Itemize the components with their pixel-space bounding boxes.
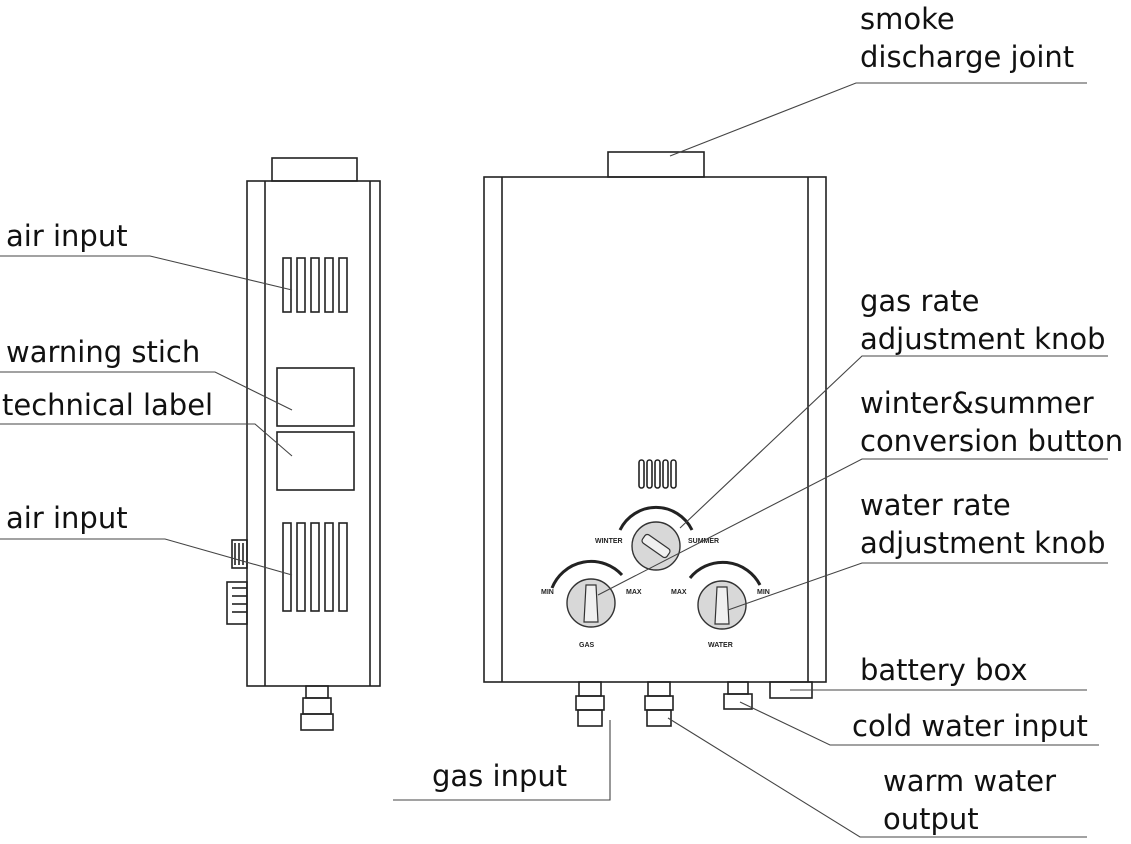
water-min-text: MIN [757,589,770,596]
water-max-text: MAX [671,589,687,596]
gas-input-label: gas input [432,759,568,793]
gas-rate-knob[interactable] [566,578,616,628]
smoke-label-line2: discharge joint [860,40,1075,74]
water-text: WATER [708,642,733,649]
warm-water-label-line2: output [883,802,979,836]
warm-water-label-line1: warm water [883,764,1056,798]
winter-text: WINTER [595,538,623,545]
water-rate-label-line2: adjustment knob [860,526,1106,560]
gas-min-text: MIN [541,589,554,596]
water-rate-knob[interactable] [697,580,747,630]
leader-lines [0,82,1108,838]
winter-summer-button[interactable] [631,521,681,571]
winter-summer-label-line1: winter&summer [860,386,1094,420]
front-body [483,176,827,683]
winter-summer-arc [618,506,694,531]
battery-box-label: battery box [860,653,1028,687]
side-vent-bottom [282,522,348,612]
display-window [638,459,677,489]
gas-text: GAS [579,642,595,649]
water-arc [688,560,762,586]
side-vent-top [282,257,348,313]
front-smoke-joint [607,151,705,178]
winter-summer-label-line2: conversion button [860,424,1124,458]
side-smoke-joint [271,157,358,182]
air-input-bottom-label: air input [6,501,128,535]
warning-stich-label: warning stich [6,335,201,369]
cold-water-input-label: cold water input [852,709,1088,743]
technical-label-plate [276,431,355,491]
warning-stich-plate [276,367,355,427]
front-view [483,151,827,727]
gas-arc [550,559,624,589]
air-input-top-label: air input [6,219,128,253]
side-bottom-connector [300,685,334,731]
gas-max-text: MAX [626,589,642,596]
gas-rate-label-line1: gas rate [860,284,980,318]
gas-rate-label-line2: adjustment knob [860,322,1106,356]
smoke-label-line1: smoke [860,2,955,36]
side-fittings [226,539,248,625]
technical-label-label: technical label [2,388,214,422]
water-rate-label-line1: water rate [860,488,1011,522]
summer-text: SUMMER [688,538,719,545]
side-view [226,157,381,731]
